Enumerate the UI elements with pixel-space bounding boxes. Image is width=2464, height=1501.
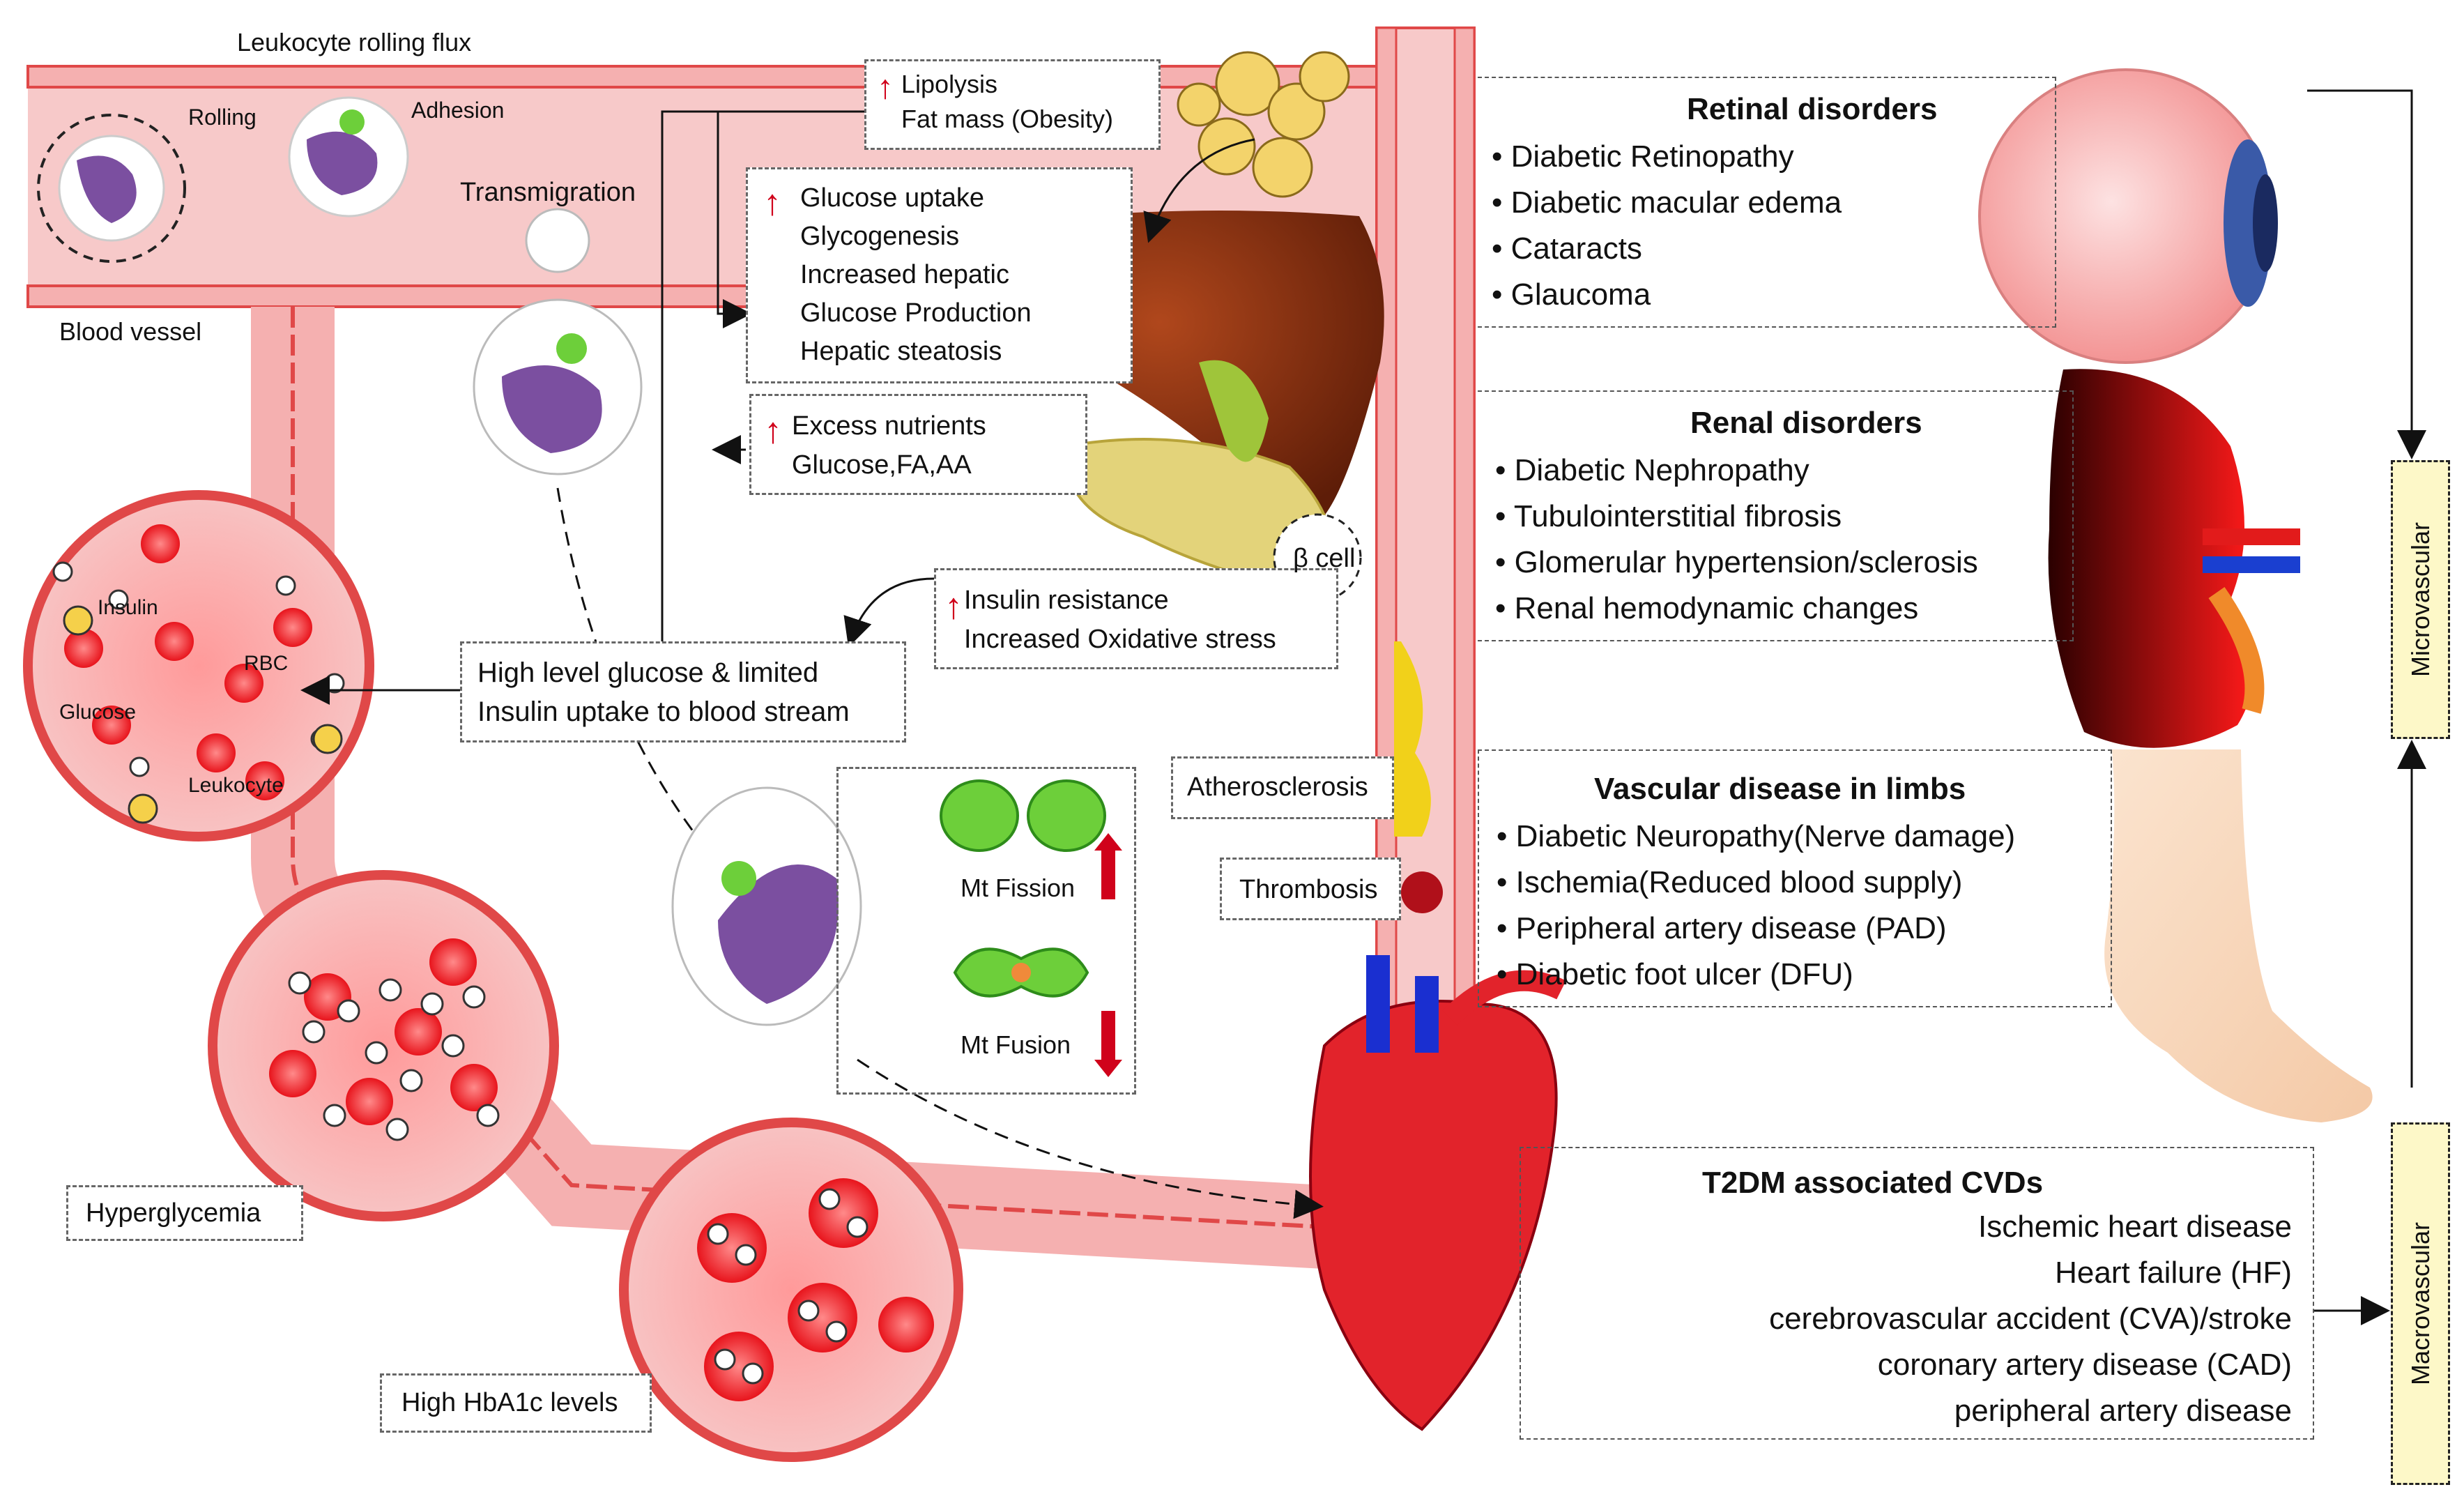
cvd-item: coronary artery disease (CAD): [1877, 1348, 2292, 1382]
hba1c-chamber: [619, 1118, 963, 1462]
retinal-item: Cataracts: [1492, 226, 1842, 272]
rbc-cluster: [64, 524, 934, 1401]
insulin-dots: [63, 605, 343, 824]
mitochondria-fission: [940, 779, 1106, 852]
cvd-panel: T2DM associated CVDs Ischemic heart dise…: [1520, 1147, 2314, 1440]
renal-item: Renal hemodynamic changes: [1495, 586, 1978, 632]
vascular-item: Diabetic foot ulcer (DFU): [1497, 952, 2015, 998]
high-glucose-box: High level glucose & limited Insulin upt…: [460, 641, 906, 742]
atherosclerosis-plaque: [1394, 641, 1431, 837]
kidney-illustration: [2048, 369, 2300, 748]
cvd-title: T2DM associated CVDs: [1702, 1166, 2044, 1200]
leukocyte-rolling: [37, 114, 186, 263]
vascular-item: Diabetic Neuropathy(Nerve damage): [1497, 814, 2016, 860]
cvd-item: Heart failure (HF): [2055, 1256, 2292, 1290]
macrovascular-box: Macrovascular: [2391, 1122, 2450, 1485]
cvd-item: peripheral artery disease: [1954, 1394, 2292, 1428]
rbc-label: RBC: [244, 652, 289, 675]
leukocyte-rolling-flux-label: Leukocyte rolling flux: [237, 28, 472, 56]
leukocyte-mitochondria: [671, 786, 862, 1026]
renal-disorders-panel: Renal disorders Diabetic Nephropathy Tub…: [1478, 390, 2074, 641]
lipolysis-box: ↑ Lipolysis Fat mass (Obesity): [864, 59, 1161, 150]
rolling-label: Rolling: [188, 105, 257, 130]
transmigration-label: Transmigration: [460, 178, 636, 207]
gallbladder: [1199, 360, 1269, 462]
cvd-item: Ischemic heart disease: [1978, 1210, 2292, 1244]
atherosclerosis-box: Atherosclerosis: [1171, 756, 1394, 819]
liver-metabolism-box: ↑ Glucose uptake Glycogenesis Increased …: [746, 167, 1133, 383]
vascular-title: Vascular disease in limbs: [1594, 772, 1966, 806]
glucose-label: Glucose: [59, 701, 137, 724]
retinal-disorders-panel: Retinal disorders Diabetic Retinopathy D…: [1478, 77, 2056, 328]
insulin-label: Insulin: [98, 596, 158, 619]
renal-item: Glomerular hypertension/sclerosis: [1495, 540, 1978, 586]
retinal-title: Retinal disorders: [1687, 92, 1938, 126]
retinal-item: Glaucoma: [1492, 272, 1842, 318]
leukocyte-label: Leukocyte: [188, 774, 284, 797]
cvd-item: cerebrovascular accident (CVA)/stroke: [1769, 1302, 2292, 1336]
vascular-item: Ischemia(Reduced blood supply): [1497, 860, 2015, 906]
mitochondria-box: Mt Fission Mt Fusion: [836, 767, 1136, 1095]
renal-item: Tubulointerstitial fibrosis: [1495, 494, 1978, 540]
leukocyte-adhesion: [288, 96, 409, 218]
beta-cell-label: β cell: [1293, 544, 1356, 573]
mitochondria-fusion: [953, 947, 1089, 998]
retinal-item: Diabetic macular edema: [1492, 180, 1842, 226]
microvascular-box: Microvascular: [2391, 460, 2450, 739]
adipose-tissue: [1177, 51, 1350, 198]
excess-nutrients-box: ↑ Excess nutrients Glucose,FA,AA: [749, 394, 1087, 495]
foot-illustration: [2104, 749, 2373, 1122]
vertical-blood-vessel: [1375, 26, 1476, 1117]
insulin-resistance-box: ↑ Insulin resistance Increased Oxidative…: [934, 568, 1338, 669]
thrombus: [1401, 871, 1443, 913]
renal-item: Diabetic Nephropathy: [1495, 448, 1978, 494]
retinal-item: Diabetic Retinopathy: [1492, 134, 1842, 180]
leukocyte-transmigration: [473, 208, 643, 475]
vascular-disease-panel: Vascular disease in limbs Diabetic Neuro…: [1478, 749, 2112, 1007]
renal-title: Renal disorders: [1690, 406, 1922, 440]
connectors: [300, 89, 2426, 1325]
thrombosis-box: Thrombosis: [1220, 858, 1401, 920]
adhesion-label: Adhesion: [411, 98, 505, 123]
red-arrows: [1094, 833, 1122, 1077]
hba1c-box: High HbA1c levels: [380, 1373, 652, 1433]
eye-illustration: [1978, 68, 2278, 364]
hyperglycemia-box: Hyperglycemia: [66, 1185, 303, 1241]
blood-vessel-label: Blood vessel: [59, 317, 202, 346]
vascular-item: Peripheral artery disease (PAD): [1497, 906, 2015, 952]
